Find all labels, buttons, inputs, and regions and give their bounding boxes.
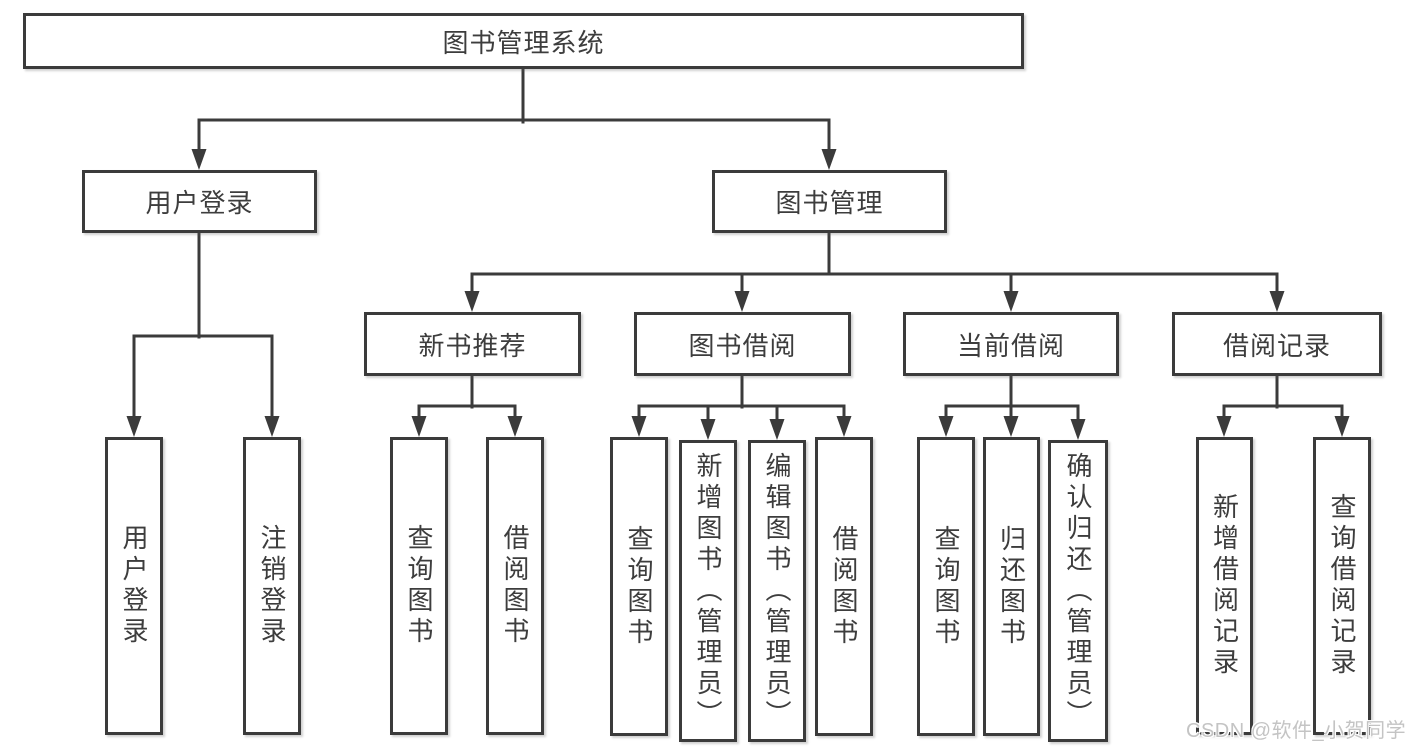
leaf-recommend-query-book: 查询图书 [390,437,448,735]
leaf-query-borrow-record: 查询借阅记录 [1313,437,1371,735]
node-borrow-records: 借阅记录 [1172,312,1382,376]
leaf-current-query-book: 查询图书 [917,437,975,736]
connector-lines [132,67,1344,425]
leaf-user-login: 用户登录 [105,437,163,735]
leaf-edit-book-admin-label: 编辑图书（管理员） [762,451,792,731]
leaf-confirm-return-admin-label: 确认归还（管理员） [1063,451,1093,731]
leaf-current-query-book-label: 查询图书 [931,524,961,649]
node-borrow-records-label: 借阅记录 [1222,330,1331,361]
leaf-recommend-borrow-book-label: 借阅图书 [500,524,530,648]
leaf-borrow-book: 借阅图书 [815,437,873,736]
node-book-borrow: 图书借阅 [634,312,851,376]
leaf-add-book-admin-label: 新增图书（管理员） [693,451,723,731]
node-book-management: 图书管理 [712,170,947,233]
node-new-book-recommend: 新书推荐 [364,312,581,376]
leaf-add-borrow-record-label: 新增借阅记录 [1209,493,1240,679]
csdn-watermark: CSDN @软件_小贺同学 [1186,720,1405,742]
leaf-logout-label: 注销登录 [257,524,287,648]
node-book-management-label: 图书管理 [775,188,884,218]
leaf-query-borrow-record-label: 查询借阅记录 [1327,493,1357,679]
leaf-recommend-borrow-book: 借阅图书 [486,437,544,735]
leaf-add-borrow-record: 新增借阅记录 [1196,437,1253,735]
leaf-borrow-book-label: 借阅图书 [829,524,859,649]
connector-arrowheads [126,149,1350,440]
node-root: 图书管理系统 [23,13,1024,69]
leaf-recommend-query-book-label: 查询图书 [404,524,434,648]
leaf-confirm-return-admin: 确认归还（管理员） [1048,440,1108,742]
leaf-return-book-label: 归还图书 [996,524,1027,649]
leaf-logout: 注销登录 [243,437,301,735]
node-book-borrow-label: 图书借阅 [688,330,797,361]
node-root-label: 图书管理系统 [442,27,605,58]
node-current-borrow-label: 当前借阅 [956,330,1065,361]
leaf-borrow-query-book: 查询图书 [610,437,668,736]
leaf-add-book-admin: 新增图书（管理员） [679,440,737,742]
leaf-user-login-label: 用户登录 [119,524,149,648]
node-user-login-label: 用户登录 [145,188,254,218]
leaf-edit-book-admin: 编辑图书（管理员） [748,440,806,742]
node-current-borrow: 当前借阅 [903,312,1119,376]
leaf-return-book: 归还图书 [983,437,1040,736]
leaf-borrow-query-book-label: 查询图书 [624,524,654,649]
node-new-book-recommend-label: 新书推荐 [418,330,527,361]
node-user-login: 用户登录 [82,170,317,233]
